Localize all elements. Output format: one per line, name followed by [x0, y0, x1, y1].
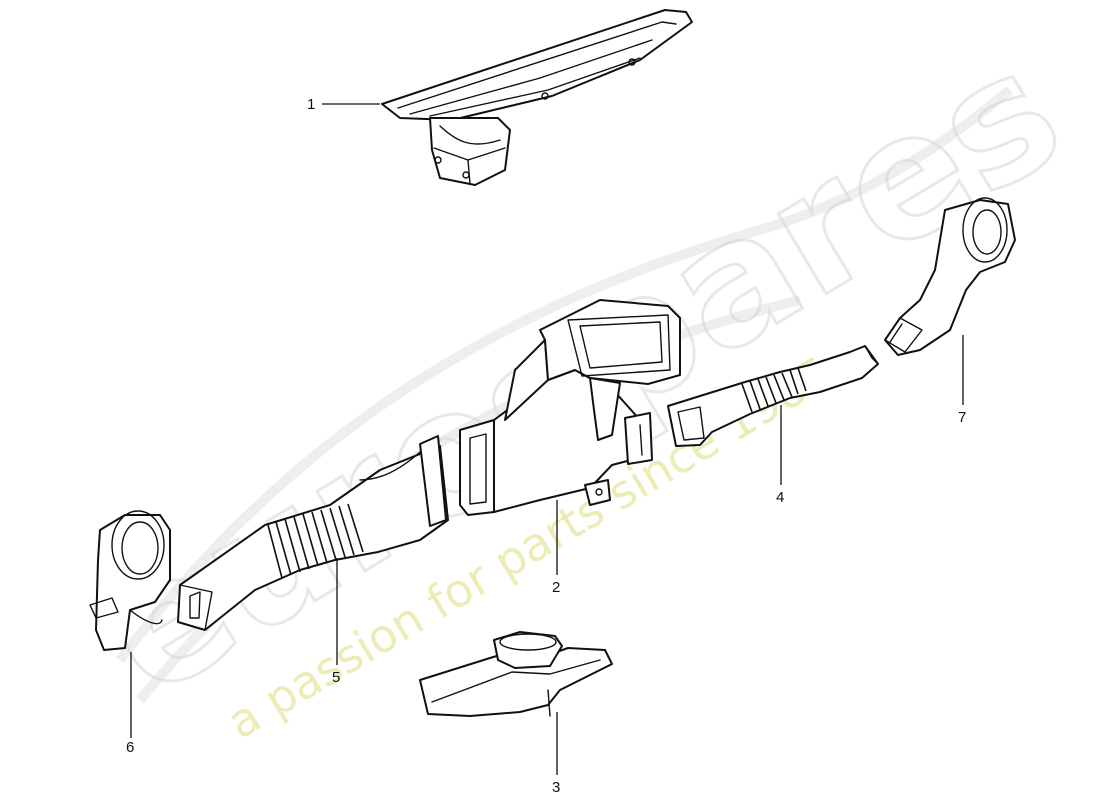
part-4-bellows: [741, 367, 807, 413]
part-1-distributor-panel: [381, 9, 693, 186]
callout-4: 4: [776, 489, 784, 506]
watermark-swoosh: [116, 86, 1014, 664]
part-7-right-vent: [884, 197, 1016, 356]
callout-1: 1: [307, 96, 315, 113]
callout-3: 3: [552, 779, 560, 796]
part-5-bellows: [267, 503, 364, 579]
callout-6: 6: [126, 739, 134, 756]
leader-lines: [130, 103, 964, 775]
part-5-left-duct: [177, 435, 449, 631]
callout-7: 7: [958, 409, 966, 426]
callout-2: 2: [552, 579, 560, 596]
part-2-center-duct: [459, 299, 681, 516]
callout-labels: 1 2 3 4 5 6 7: [126, 96, 966, 796]
part-4-right-duct: [667, 345, 879, 447]
part-6-left-vent: [89, 510, 171, 651]
part-3-lower-connector: [419, 631, 613, 717]
callout-5: 5: [332, 669, 340, 686]
